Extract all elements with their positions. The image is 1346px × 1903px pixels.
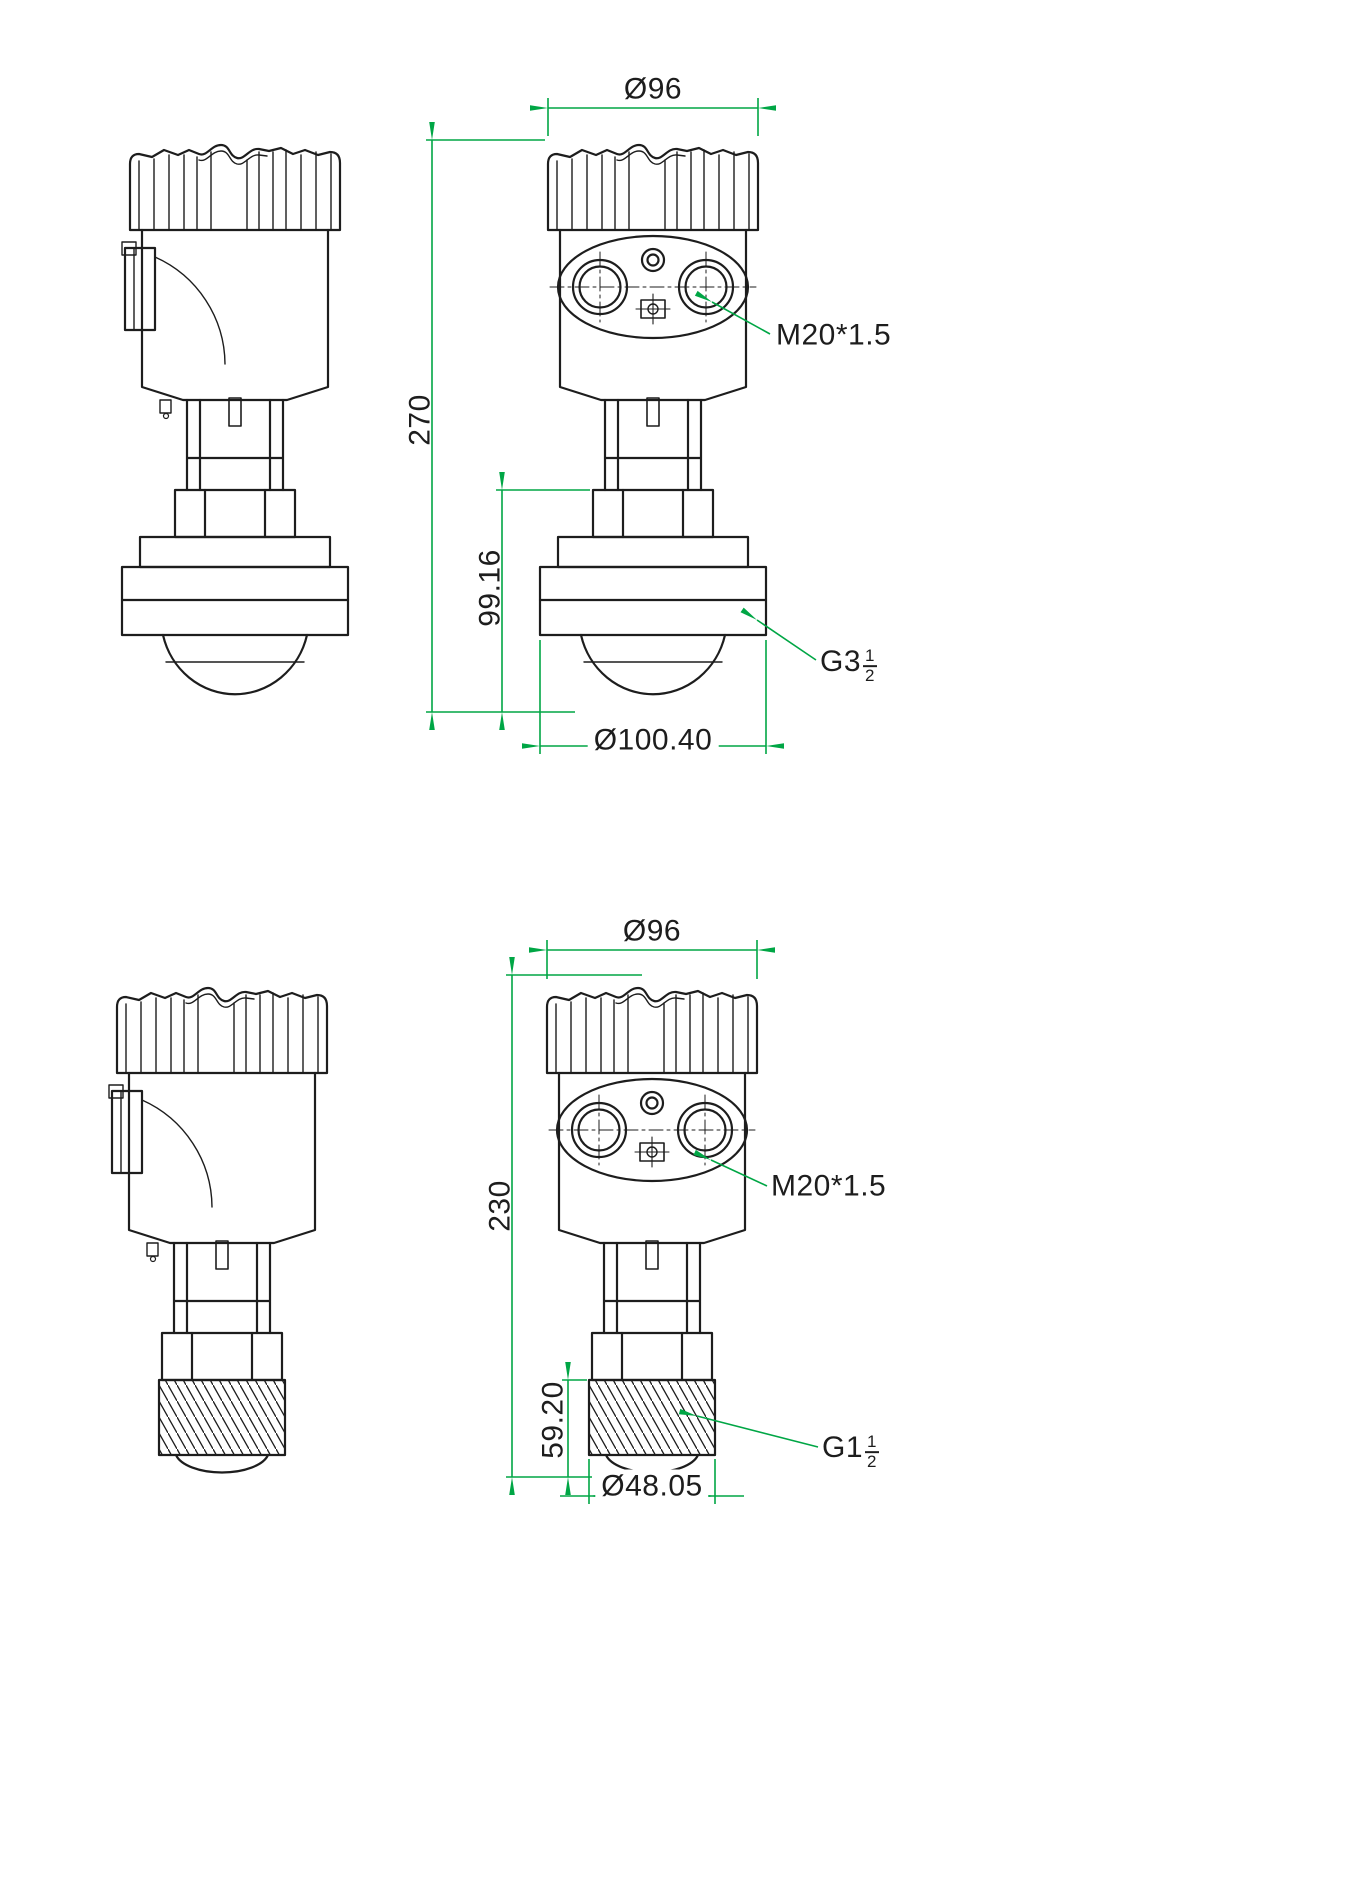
- thread-gland-thread-label: M20*1.5: [771, 1169, 887, 1203]
- horn-lower-height-dimension: [496, 472, 590, 730]
- fraction-numerator: 1: [865, 1432, 879, 1453]
- thread-lower-height-label: 59.20: [536, 1381, 570, 1459]
- fraction-denominator: 2: [867, 1452, 877, 1471]
- horn-process-thread-leader: [740, 607, 817, 661]
- fraction-denominator: 2: [865, 666, 875, 685]
- horn-top-diameter-label: Ø96: [623, 72, 683, 106]
- horn-overall-height-label: 270: [403, 394, 437, 446]
- horn-gland-thread-label: M20*1.5: [776, 318, 892, 352]
- views: [109, 145, 768, 1474]
- horn-version-front-view: [538, 145, 768, 696]
- thread-top-diameter-label: Ø96: [622, 914, 682, 948]
- thread-size-prefix: G1: [822, 1430, 864, 1464]
- thread-bottom-diameter-label: Ø48.05: [595, 1469, 709, 1503]
- thread-process-thread-leader: [678, 1408, 819, 1448]
- horn-version-side-view: [120, 145, 350, 696]
- fraction-numerator: 1: [863, 646, 877, 667]
- horn-gland-leader: [694, 290, 771, 335]
- thread-gland-leader: [693, 1149, 768, 1187]
- thread-overall-height-label: 230: [483, 1180, 517, 1232]
- horn-bottom-diameter-label: Ø100.40: [587, 723, 719, 757]
- thread-overall-height-dimension: [506, 957, 642, 1495]
- dimensions: [426, 98, 819, 1504]
- thread-version-front-view: [547, 988, 757, 1474]
- thread-lower-height-dimension: [562, 1362, 587, 1495]
- horn-top-diameter-dimension: [530, 98, 776, 136]
- thread-version-side-view: [109, 988, 327, 1474]
- thread-top-diameter-dimension: [529, 940, 775, 979]
- thread-size-prefix: G3: [820, 644, 862, 678]
- horn-lower-height-label: 99.16: [473, 549, 507, 627]
